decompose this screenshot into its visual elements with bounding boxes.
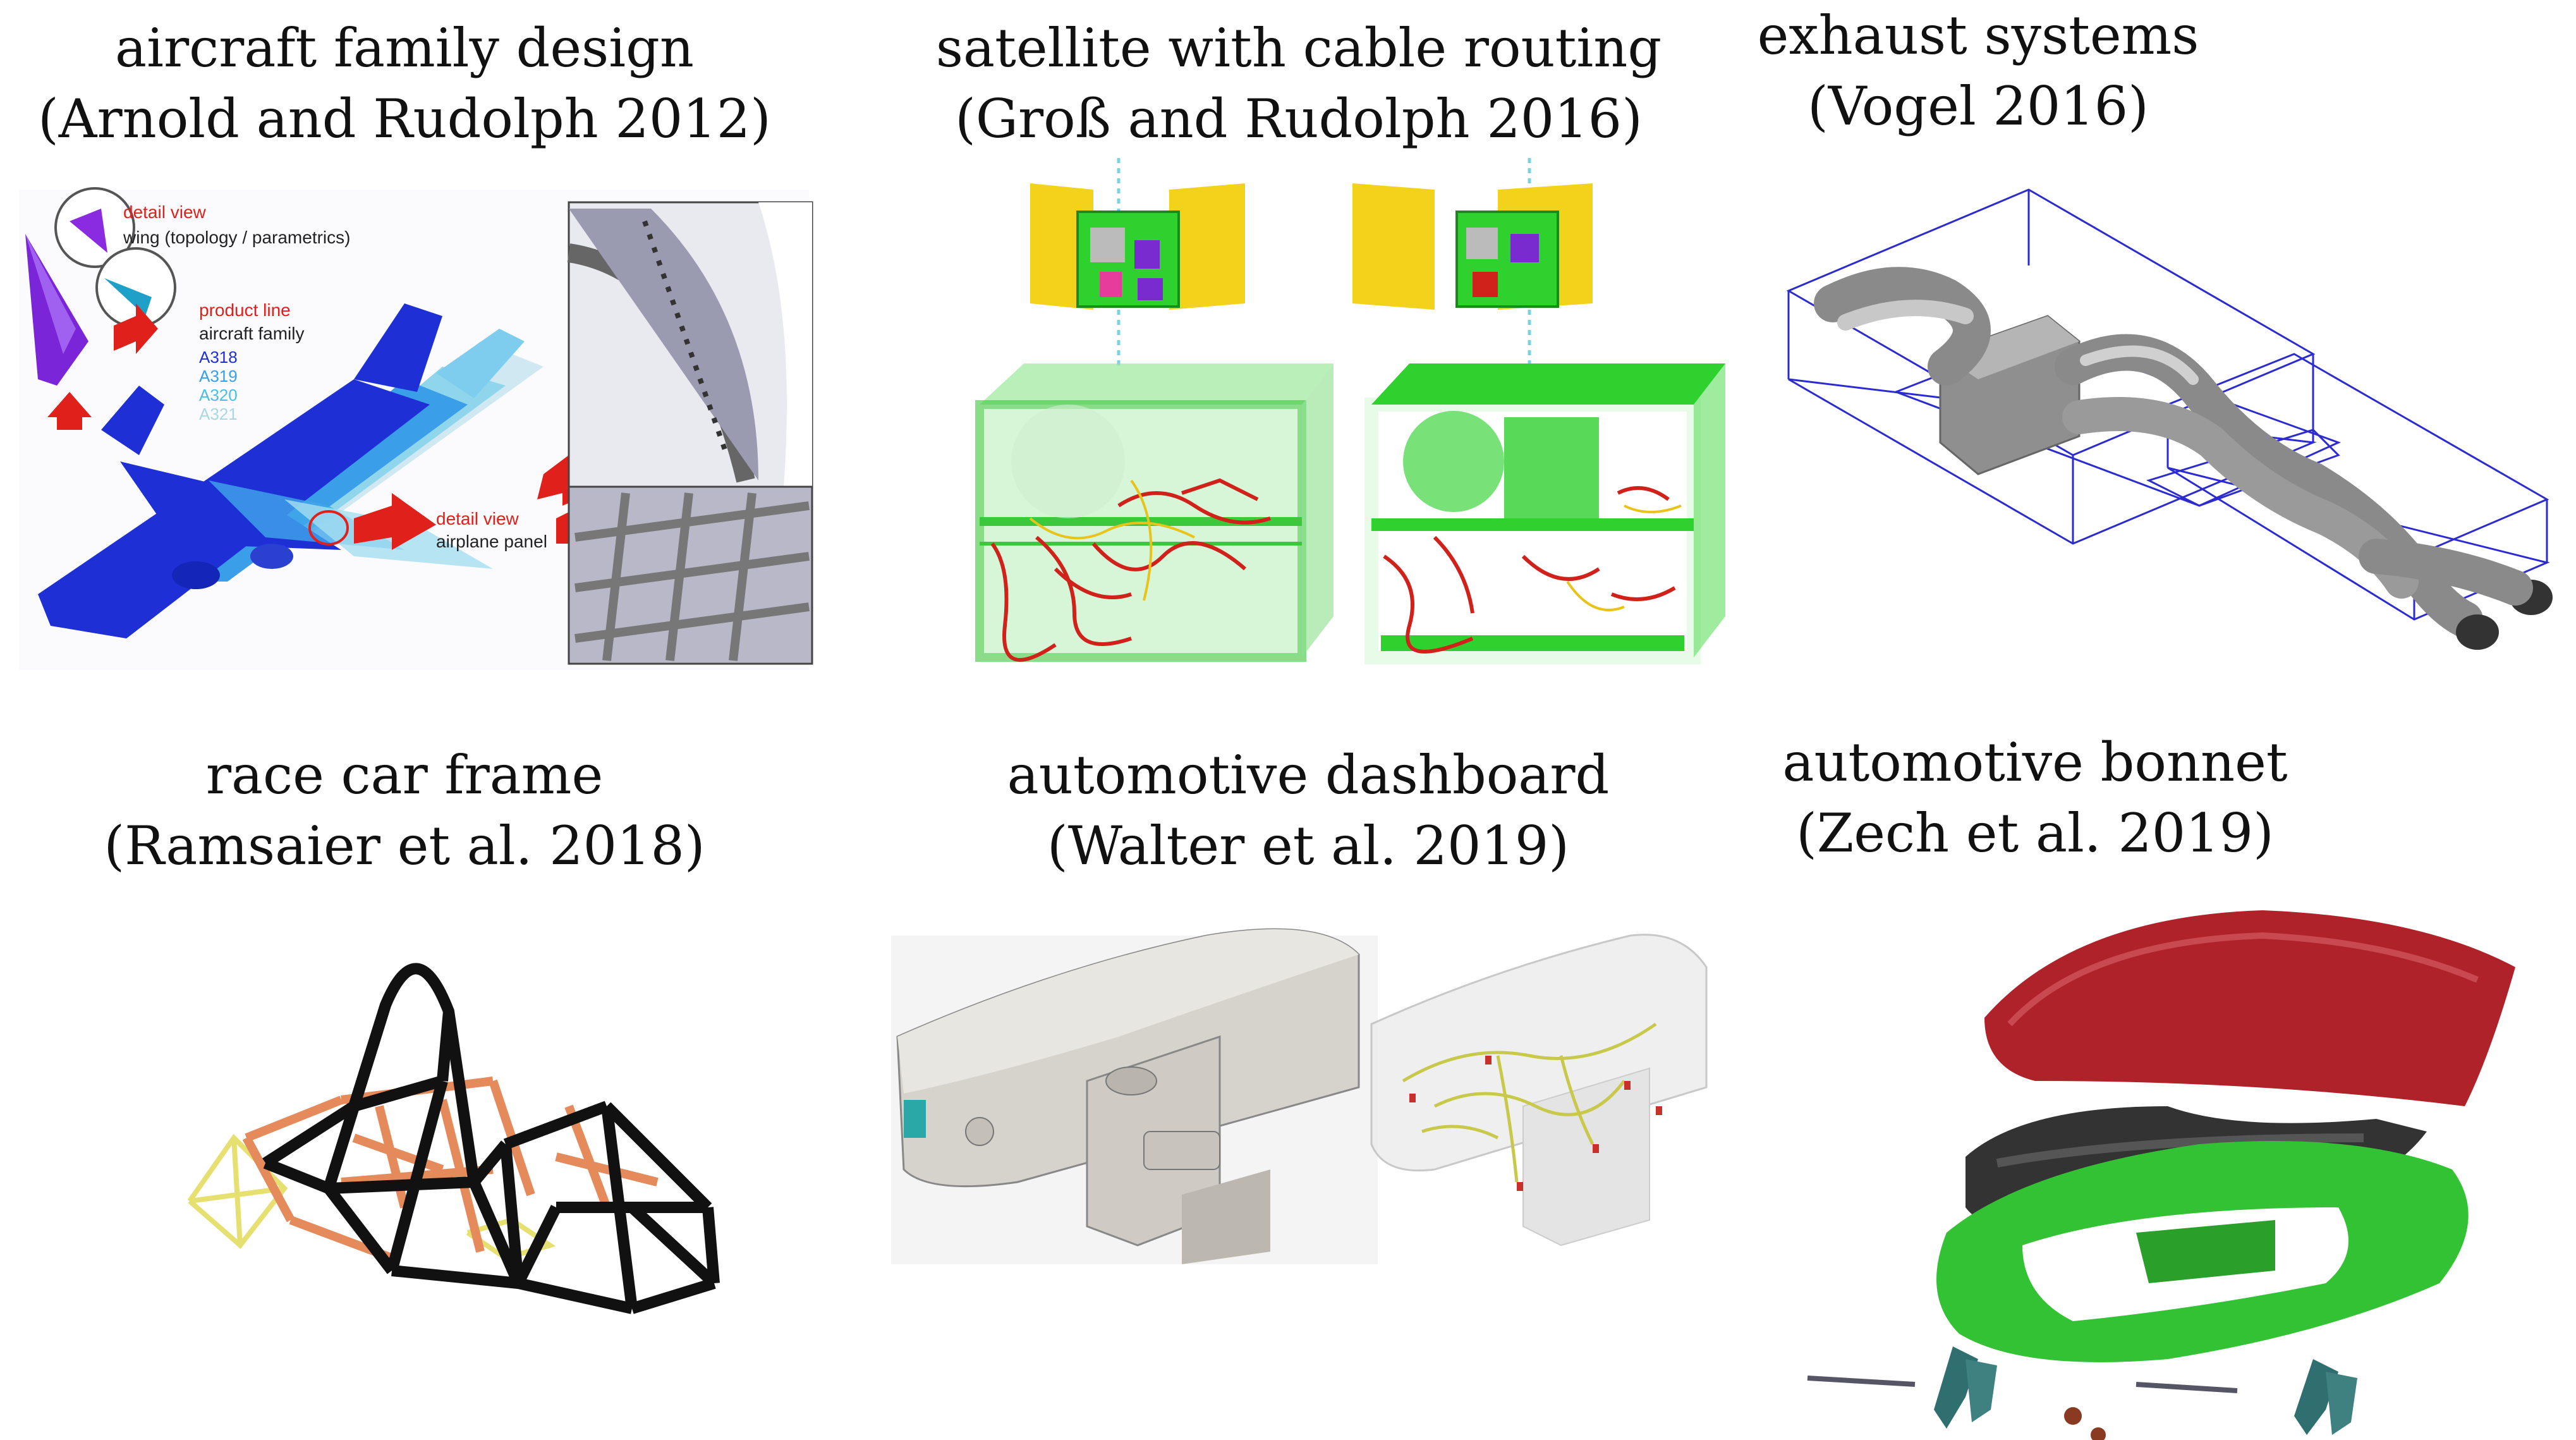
exhaust-illustration: [1786, 188, 2553, 650]
variant-a318: A318: [199, 348, 238, 367]
panel-racecar: race car frame (Ramsaier et al. 2018): [0, 727, 841, 1440]
panel-aircraft: aircraft family design (Arnold and Rudol…: [0, 0, 841, 683]
title: exhaust systems: [1757, 4, 2199, 66]
title: automotive dashboard: [1007, 744, 1610, 806]
panel-title-dashboard: automotive dashboard (Walter et al. 2019…: [866, 740, 1751, 881]
title: aircraft family design: [115, 17, 694, 79]
dashboard-illustration: [891, 928, 1708, 1264]
annotation-airplane-panel: airplane panel: [436, 532, 547, 551]
annotation-detail-view-1: detail view: [123, 202, 207, 222]
aircraft-illustration: detail view wing (topology / parametrics…: [19, 187, 813, 670]
citation: (Walter et al. 2019): [1047, 815, 1570, 877]
panel-dashboard: automotive dashboard (Walter et al. 2019…: [866, 727, 1738, 1440]
citation: (Vogel 2016): [1807, 75, 2149, 137]
panel-title-satellite: satellite with cable routing (Groß and R…: [866, 13, 1732, 154]
panel-exhaust: exhaust systems (Vogel 2016): [1757, 0, 2576, 683]
title: satellite with cable routing: [935, 17, 1662, 79]
citation: (Groß and Rudolph 2016): [955, 88, 1643, 150]
bonnet-illustration: [1807, 910, 2515, 1440]
annotation-product-line: product line: [199, 300, 291, 320]
title: race car frame: [205, 744, 604, 806]
variant-a319: A319: [199, 367, 238, 386]
citation: (Ramsaier et al. 2018): [104, 815, 705, 877]
variant-a321: A321: [199, 405, 238, 424]
panel-title-racecar: race car frame (Ramsaier et al. 2018): [0, 740, 809, 881]
panel-title-bonnet: automotive bonnet (Zech et al. 2019): [1757, 727, 2313, 869]
panel-title-aircraft: aircraft family design (Arnold and Rudol…: [0, 13, 809, 154]
citation: (Arnold and Rudolph 2012): [38, 88, 771, 150]
racecar-frame-illustration: [187, 963, 720, 1314]
satellite-illustration: [975, 158, 1725, 664]
citation: (Zech et al. 2019): [1796, 802, 2274, 864]
variant-a320: A320: [199, 386, 238, 405]
panel-bonnet: automotive bonnet (Zech et al. 2019): [1757, 727, 2576, 1440]
panel-satellite: satellite with cable routing (Groß and R…: [866, 0, 1738, 683]
panel-title-exhaust: exhaust systems (Vogel 2016): [1757, 0, 2199, 142]
annotation-aircraft-family: aircraft family: [199, 324, 304, 343]
annotation-detail-view-2: detail view: [436, 509, 519, 528]
title: automotive bonnet: [1782, 731, 2288, 793]
annotation-wing: wing (topology / parametrics): [123, 228, 350, 247]
